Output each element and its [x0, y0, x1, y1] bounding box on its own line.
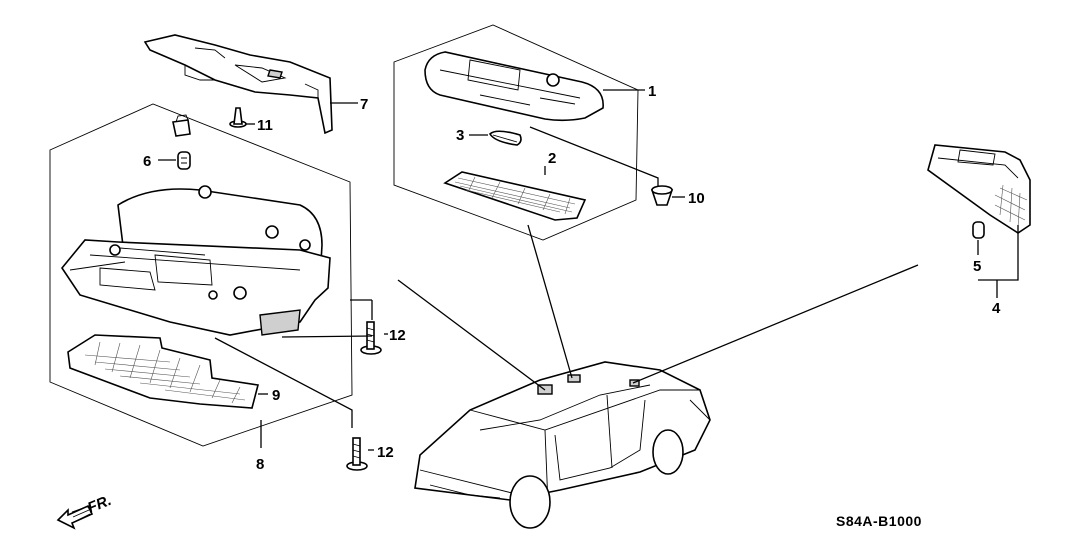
callout-5: 5 [973, 258, 981, 275]
group-box-center-light [393, 24, 639, 241]
clip-11 [229, 107, 247, 128]
front-direction-label: FR. [85, 492, 114, 517]
front-lens [67, 334, 259, 409]
roof-bracket [143, 34, 333, 135]
callout-1: 1 [648, 83, 656, 100]
callout-2: 2 [548, 150, 556, 167]
callout-7: 7 [360, 96, 368, 113]
leader-lines [158, 89, 1019, 451]
socket-top [172, 114, 191, 137]
callout-8: 8 [256, 456, 264, 473]
callout-12-lower: 12 [377, 444, 394, 461]
callout-4: 4 [992, 300, 1001, 317]
callout-11: 11 [257, 117, 273, 134]
screw-12-lower [346, 437, 368, 471]
screw-12-upper [360, 321, 382, 355]
bulb-6 [177, 151, 191, 170]
front-map-light-housing [61, 185, 331, 336]
callout-12-upper: 12 [389, 327, 406, 344]
bulb-3 [488, 130, 522, 146]
callout-6: 6 [143, 153, 151, 170]
rear-light-assembly [927, 144, 1031, 234]
group-box-front-light [49, 103, 353, 447]
front-direction-arrow [56, 504, 94, 530]
bulb-5 [972, 221, 985, 239]
callout-10: 10 [688, 190, 705, 207]
center-light-housing [424, 51, 604, 122]
callout-3: 3 [456, 127, 464, 144]
callout-9: 9 [272, 387, 280, 404]
center-lens [443, 171, 587, 221]
grommet-10 [650, 185, 674, 206]
diagram-code: S84A-B1000 [836, 513, 922, 529]
car-outline [414, 361, 711, 529]
